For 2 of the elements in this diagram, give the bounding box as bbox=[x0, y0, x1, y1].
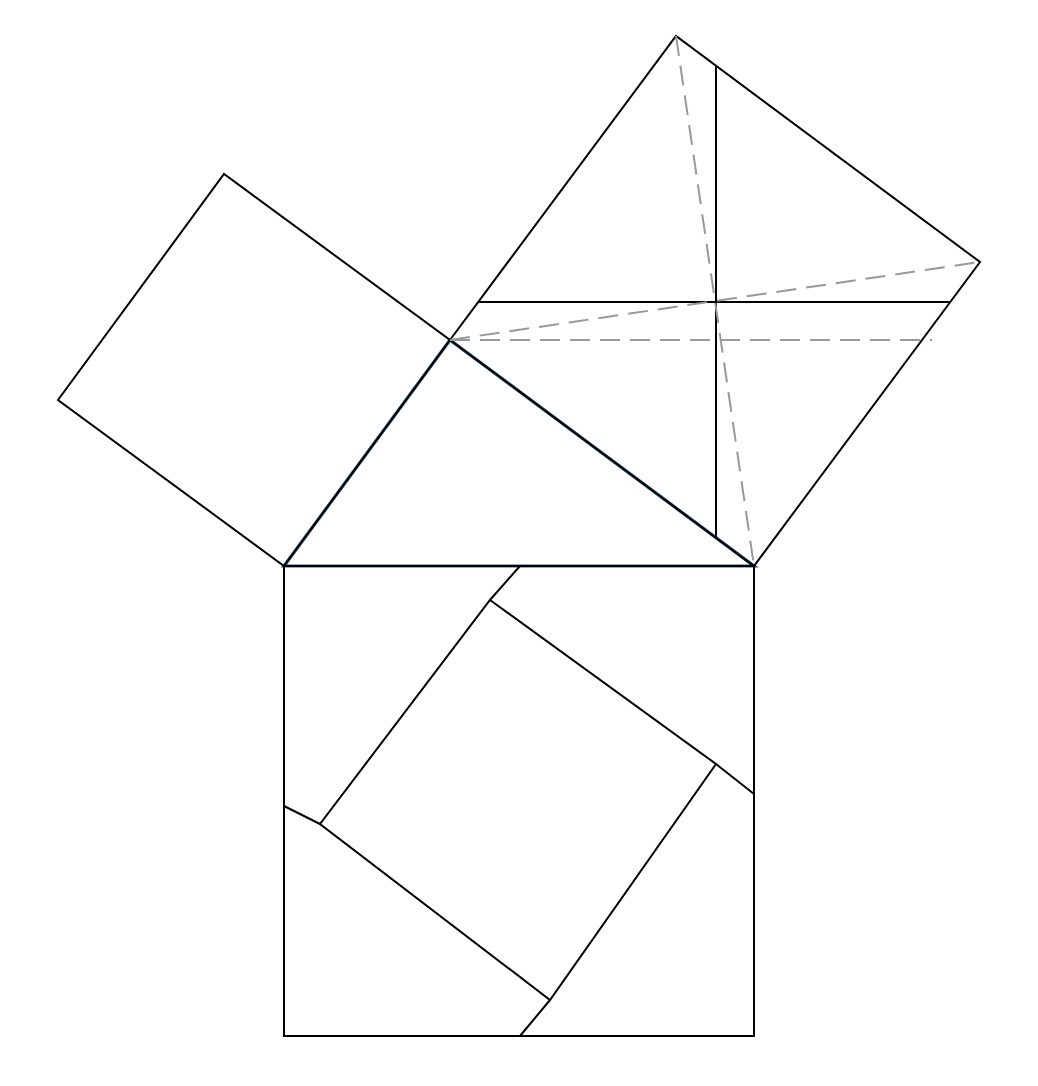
right-triangle bbox=[280, 337, 759, 568]
hypotenuse-square bbox=[283, 565, 755, 1037]
